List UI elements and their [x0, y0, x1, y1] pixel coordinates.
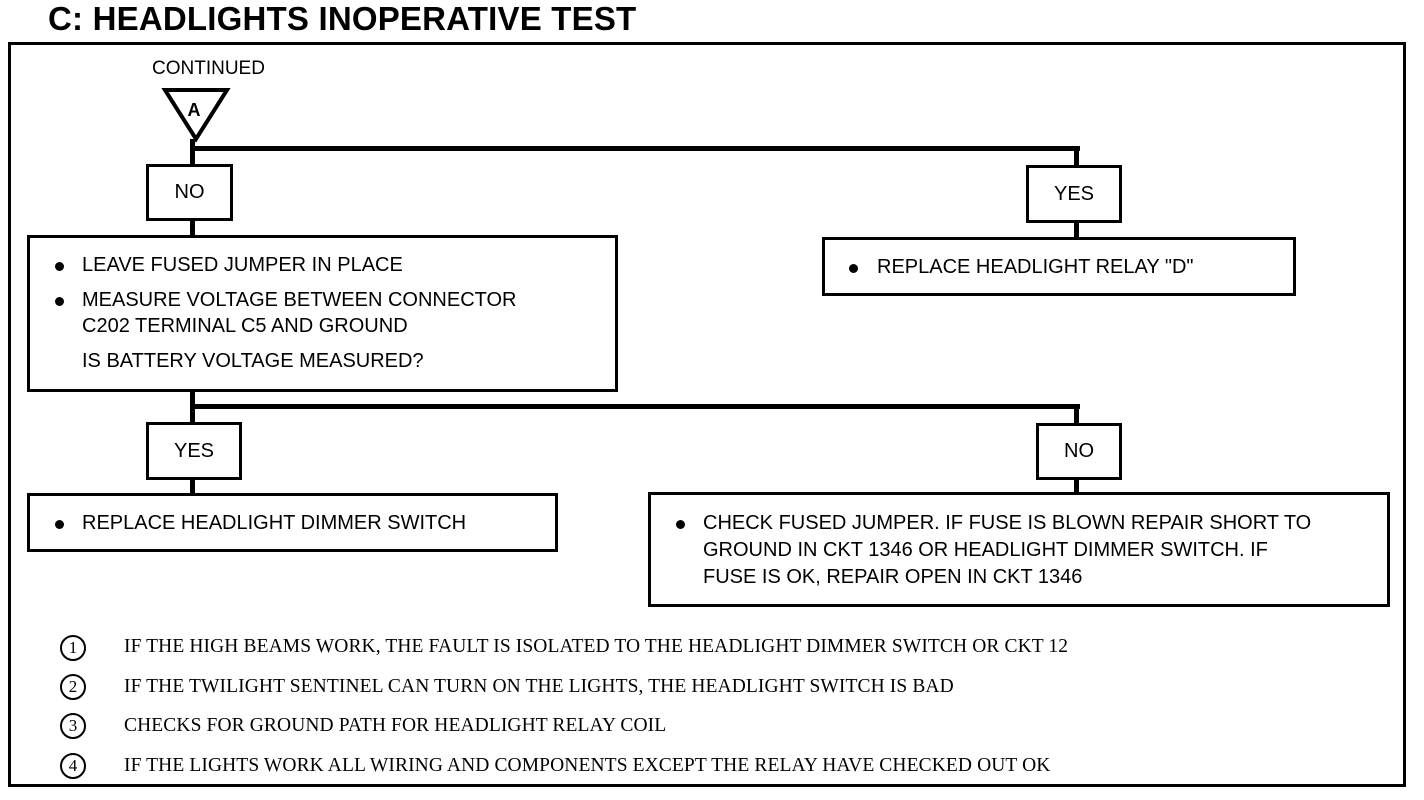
- note-text: IF THE HIGH BEAMS WORK, THE FAULT IS ISO…: [124, 636, 1069, 657]
- branch2-yes-box: [27, 493, 558, 552]
- step-text: LEAVE FUSED JUMPER IN PLACE: [82, 254, 403, 276]
- flow-line: [190, 139, 195, 165]
- flow-line: [190, 404, 1080, 409]
- connector-caption: CONTINUED: [152, 58, 265, 79]
- flow-line: [1074, 478, 1079, 496]
- bullet-icon: [55, 297, 64, 306]
- flow-line: [1074, 146, 1079, 166]
- branch2-no-box: [648, 492, 1390, 607]
- branch1-no-box: [27, 235, 618, 392]
- connector-triangle-icon: A: [161, 88, 231, 143]
- question-text: IS BATTERY VOLTAGE MEASURED?: [82, 350, 424, 372]
- bullet-icon: [676, 520, 685, 529]
- bullet-icon: [55, 520, 64, 529]
- branch1-yes-label: YES: [1026, 165, 1122, 223]
- page-title: C: HEADLIGHTS INOPERATIVE TEST: [48, 0, 637, 37]
- connector-letter: A: [188, 100, 201, 120]
- branch2-no-label: NO: [1036, 423, 1122, 480]
- note-number-circle-icon: 2: [60, 674, 86, 700]
- flow-line: [1074, 220, 1079, 240]
- bullet-icon: [55, 262, 64, 271]
- step-text: REPLACE HEADLIGHT DIMMER SWITCH: [82, 512, 467, 534]
- branch2-yes-label: YES: [146, 422, 242, 480]
- diagram-frame: [8, 42, 1406, 787]
- step-text: GROUND IN CKT 1346 OR HEADLIGHT DIMMER S…: [703, 539, 1268, 561]
- step-text: REPLACE HEADLIGHT RELAY "D": [877, 256, 1194, 278]
- step-text: MEASURE VOLTAGE BETWEEN CONNECTOR: [82, 289, 517, 311]
- branch1-yes-box: [822, 237, 1296, 296]
- flow-line: [1074, 404, 1079, 426]
- bullet-icon: [849, 264, 858, 273]
- flow-line: [190, 146, 1080, 151]
- note-number-circle-icon: 4: [60, 753, 86, 779]
- note-text: IF THE TWILIGHT SENTINEL CAN TURN ON THE…: [124, 676, 954, 697]
- branch1-no-label: NO: [146, 164, 233, 221]
- flow-line: [190, 218, 195, 238]
- note-number-circle-icon: 3: [60, 713, 86, 739]
- note-text: IF THE LIGHTS WORK ALL WIRING AND COMPON…: [124, 755, 1051, 776]
- step-text: CHECK FUSED JUMPER. IF FUSE IS BLOWN REP…: [703, 512, 1312, 534]
- step-text: FUSE IS OK, REPAIR OPEN IN CKT 1346: [703, 566, 1083, 588]
- step-text: C202 TERMINAL C5 AND GROUND: [82, 315, 408, 337]
- note-number-circle-icon: 1: [60, 635, 86, 661]
- flow-line: [190, 478, 195, 496]
- note-text: CHECKS FOR GROUND PATH FOR HEADLIGHT REL…: [124, 715, 667, 736]
